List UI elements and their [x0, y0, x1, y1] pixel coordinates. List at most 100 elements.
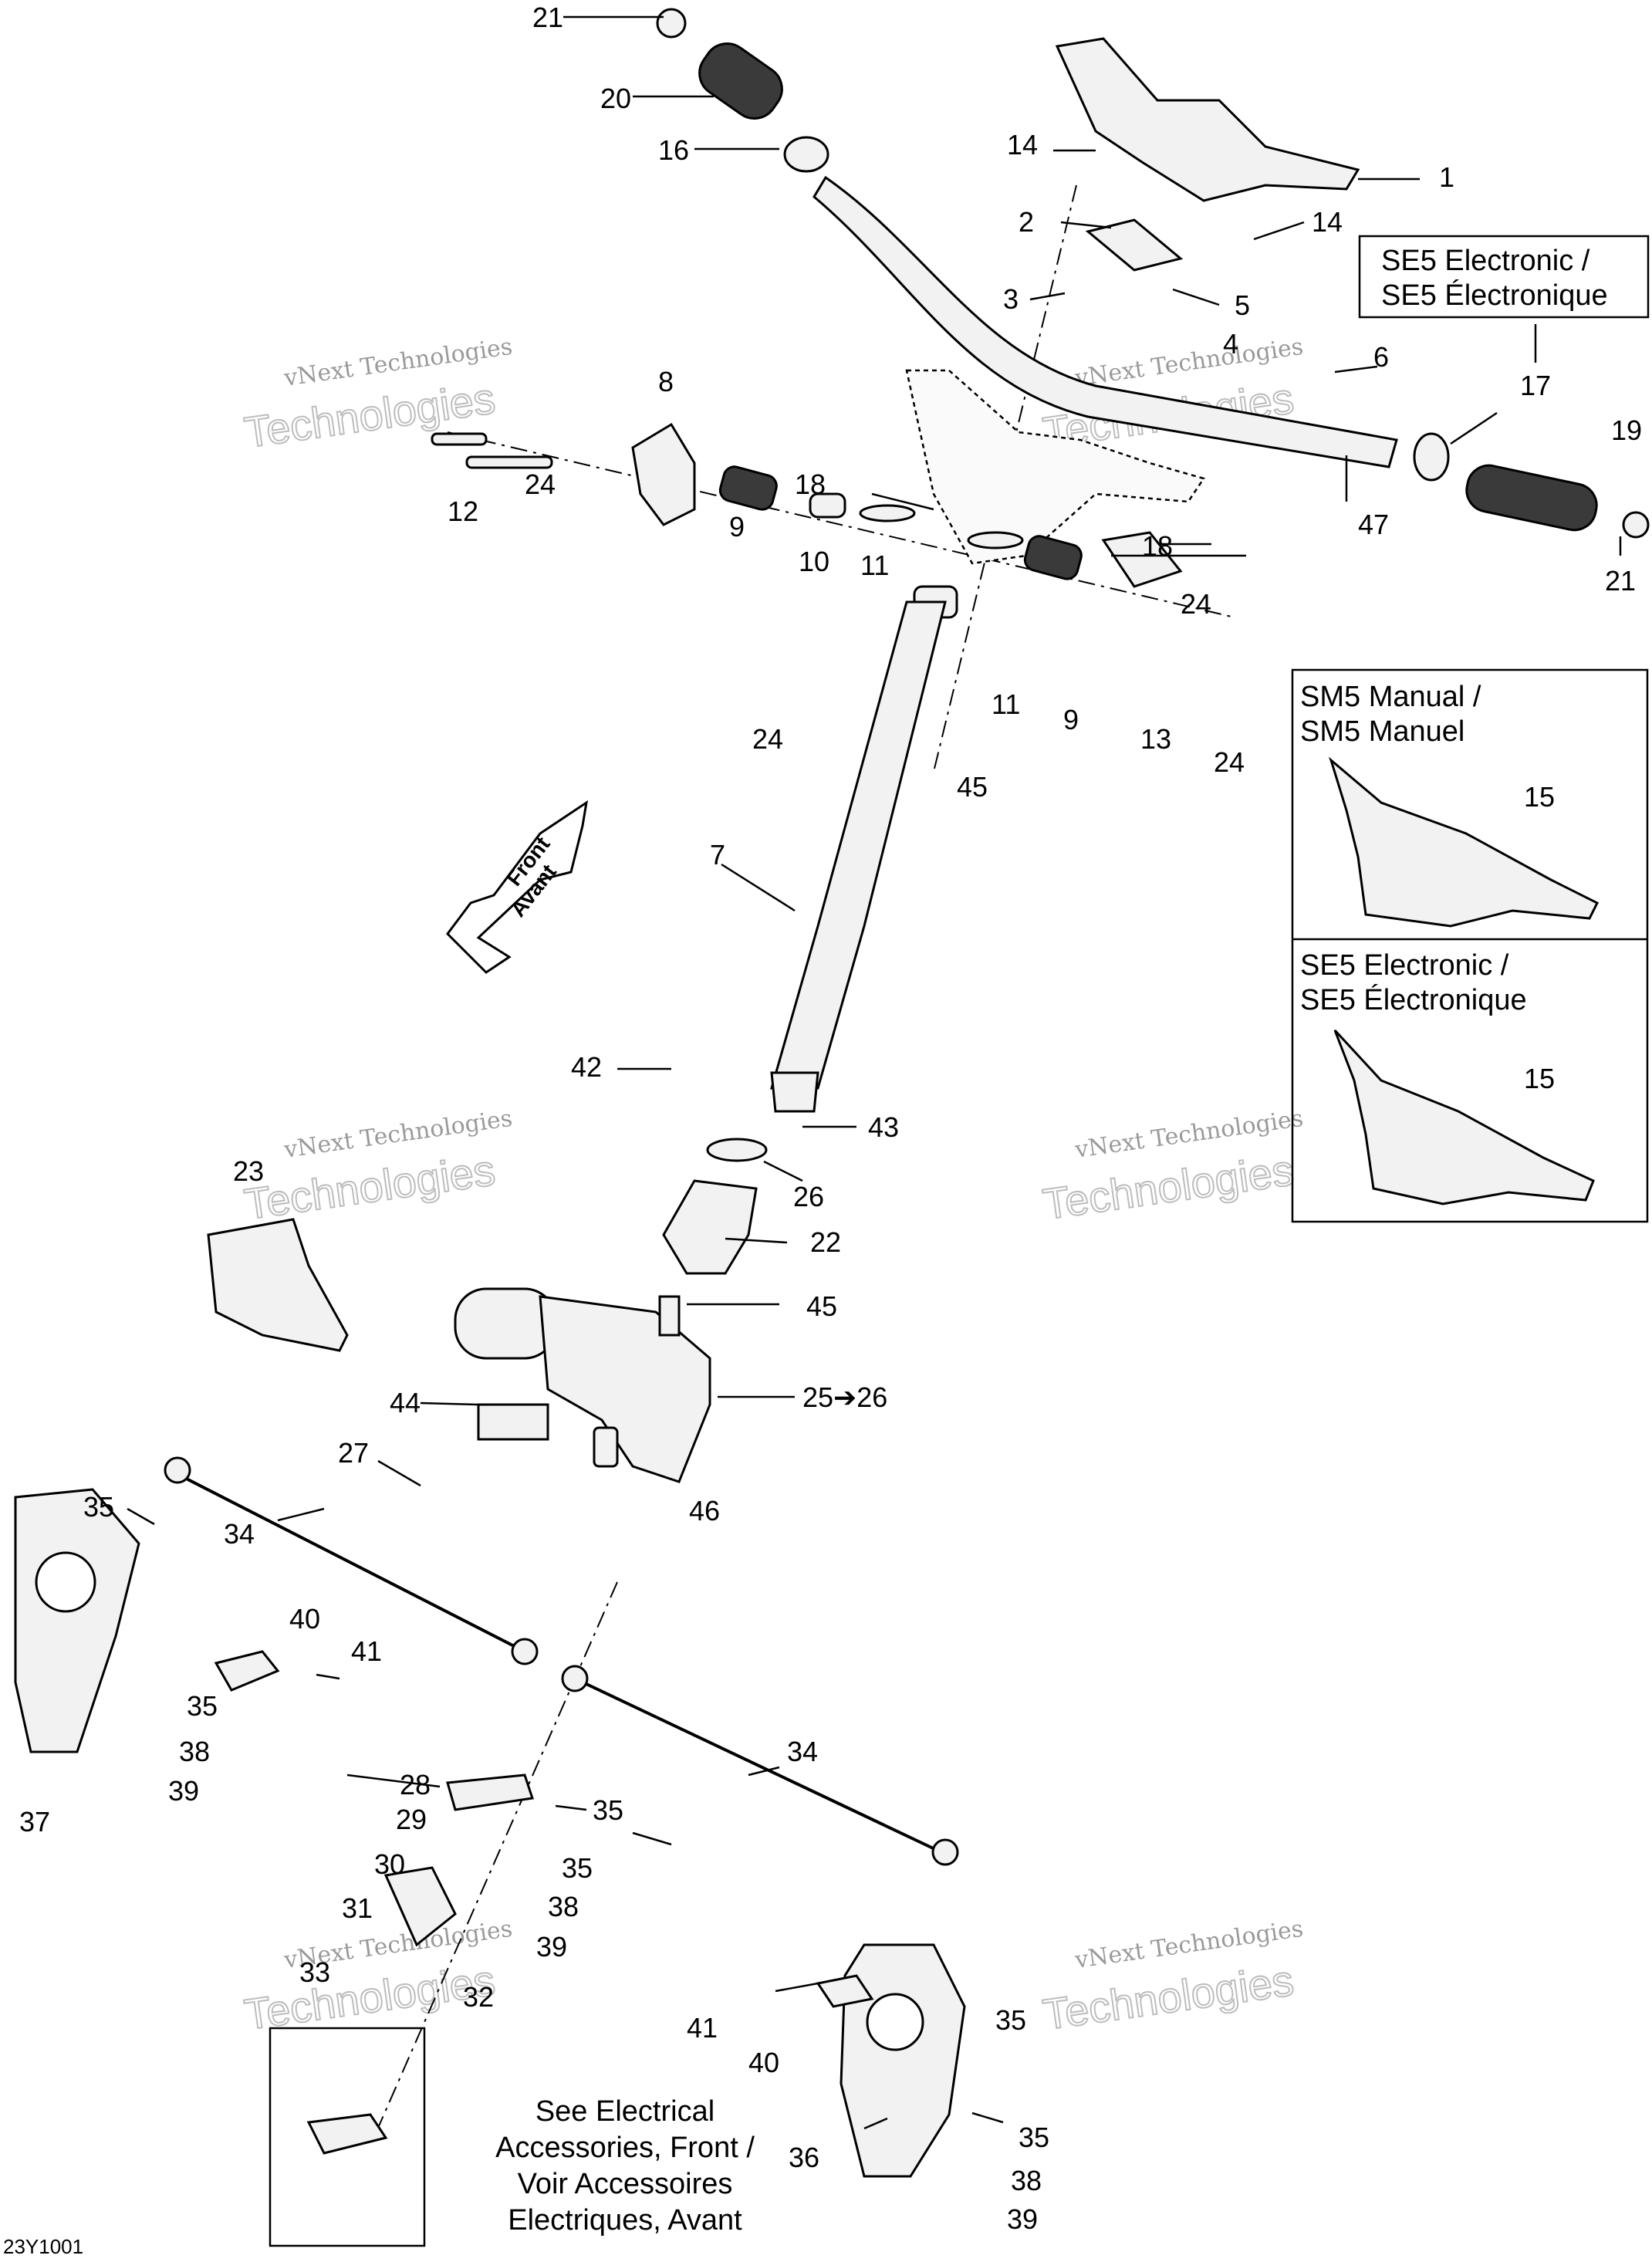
callout: 15 [1524, 1063, 1555, 1094]
callout: 21 [532, 2, 563, 33]
callout: 29 [396, 1804, 427, 1835]
mount-row [431, 422, 1183, 619]
cover-15-sm5 [1329, 756, 1600, 928]
grip-19 [1465, 464, 1598, 532]
rod-end-left [164, 1456, 191, 1484]
callout: 23 [233, 1155, 264, 1187]
callout: 24 [1181, 588, 1211, 620]
connector-46 [593, 1426, 619, 1468]
callout: 40 [748, 2047, 779, 2078]
callout: 10 [799, 546, 829, 577]
bracket-8 [631, 422, 696, 526]
axis-cross-mount [447, 431, 1235, 618]
callout: 7 [710, 839, 725, 871]
box-se5-line1: SE5 Electronic / [1300, 949, 1509, 982]
box-frame [1358, 235, 1650, 319]
callout: 40 [289, 1603, 320, 1635]
spacer-10 [809, 492, 846, 519]
gearbox-25 [539, 1295, 711, 1483]
callout: 45 [806, 1290, 837, 1322]
callout: 8 [658, 366, 674, 397]
box-se5-line2: SE5 Électronique [1300, 983, 1527, 1016]
arrow-shape [446, 800, 589, 974]
callout: 24 [525, 468, 556, 500]
bracket-32 [383, 1866, 457, 1947]
callout: 43 [868, 1111, 899, 1143]
ring-11b [967, 531, 1024, 549]
box-se5-top-line2: SE5 Électronique [1381, 279, 1608, 312]
callout: 16 [658, 134, 689, 166]
grip-20 [698, 42, 783, 120]
end-plug-21 [656, 8, 687, 39]
front-arrow: Front Avant [446, 800, 589, 974]
leader-lines [127, 15, 1622, 2130]
spindle-37 [14, 1488, 140, 1753]
cover-15-se5 [1333, 1029, 1595, 1205]
callout: 15 [1524, 781, 1555, 813]
callout: 35 [593, 1794, 623, 1826]
callout: 45 [957, 771, 988, 803]
callout: 35 [995, 2004, 1026, 2036]
see-electrical-line3: Voir Accessoires [518, 2168, 733, 2200]
see-electrical-line2: Accessories, Front / [495, 2132, 755, 2164]
callout: 18 [1142, 530, 1173, 562]
callout: 39 [536, 1931, 567, 1963]
steering-column-7 [770, 600, 947, 1090]
ring-11 [859, 504, 916, 522]
callout: 38 [548, 1891, 579, 1922]
callout: 11 [860, 549, 889, 581]
link-40-left [214, 1650, 280, 1692]
variants-frame [1291, 668, 1649, 1223]
power-steering-unit [207, 1218, 711, 1483]
watermark-large: Technologies [242, 1956, 498, 2039]
callout: 32 [463, 1981, 494, 2013]
callout: 46 [689, 1495, 720, 1527]
callout: 37 [19, 1806, 50, 1838]
callout: 39 [1007, 2203, 1038, 2235]
callout: 42 [571, 1051, 602, 1083]
see-electrical-line4: Electriques, Avant [508, 2204, 742, 2237]
box-see-electrical: See Electrical Accessories, Front / Voir… [269, 2027, 755, 2247]
electrical-frame [269, 2027, 426, 2247]
box-variants: SM5 Manual / SM5 Manuel SE5 Electronic /… [1291, 668, 1649, 1223]
callout: 14 [1312, 206, 1343, 238]
shaft-25 [658, 1295, 681, 1337]
ring-23 [706, 1138, 768, 1162]
handlebar-assembly [656, 8, 1650, 565]
tie-rod-34-left [169, 1469, 525, 1653]
watermark-large: Technologies [242, 1145, 498, 1229]
end-plug-21b [1622, 511, 1650, 539]
rod-end-center-left [511, 1638, 539, 1665]
callout: 11 [992, 688, 1020, 720]
lower-cover-18 [905, 369, 1205, 565]
callout: 18 [795, 468, 826, 500]
bushing-9 [718, 465, 778, 511]
callout: 24 [1214, 746, 1245, 778]
block-13 [1101, 531, 1183, 588]
callout: 27 [338, 1437, 369, 1469]
callout: 36 [789, 2142, 819, 2173]
callout: 35 [83, 1491, 114, 1523]
heat-shield-26 [207, 1218, 349, 1352]
callout: 24 [752, 723, 783, 755]
callout-labels: 21 20 16 14 1 2 14 3 5 4 6 17 19 47 21 1… [19, 2, 1642, 2235]
callout: 28 [400, 1769, 431, 1800]
callout: 35 [1019, 2122, 1049, 2153]
callout: 6 [1373, 341, 1389, 373]
bushing-9b [1023, 535, 1083, 580]
callout: 41 [687, 2012, 718, 2044]
callout: 1 [1439, 161, 1454, 193]
callout: 19 [1611, 414, 1642, 446]
switch-33 [306, 2113, 388, 2155]
rod-end-right [931, 1838, 959, 1866]
cover-1 [1055, 37, 1360, 202]
callout: 44 [390, 1387, 421, 1418]
collar-17 [1413, 432, 1450, 482]
callout: 35 [562, 1852, 593, 1884]
callout: 2 [1019, 206, 1034, 238]
callout: 9 [1063, 704, 1079, 735]
callout: 12 [448, 495, 478, 527]
callout: 9 [729, 511, 745, 543]
